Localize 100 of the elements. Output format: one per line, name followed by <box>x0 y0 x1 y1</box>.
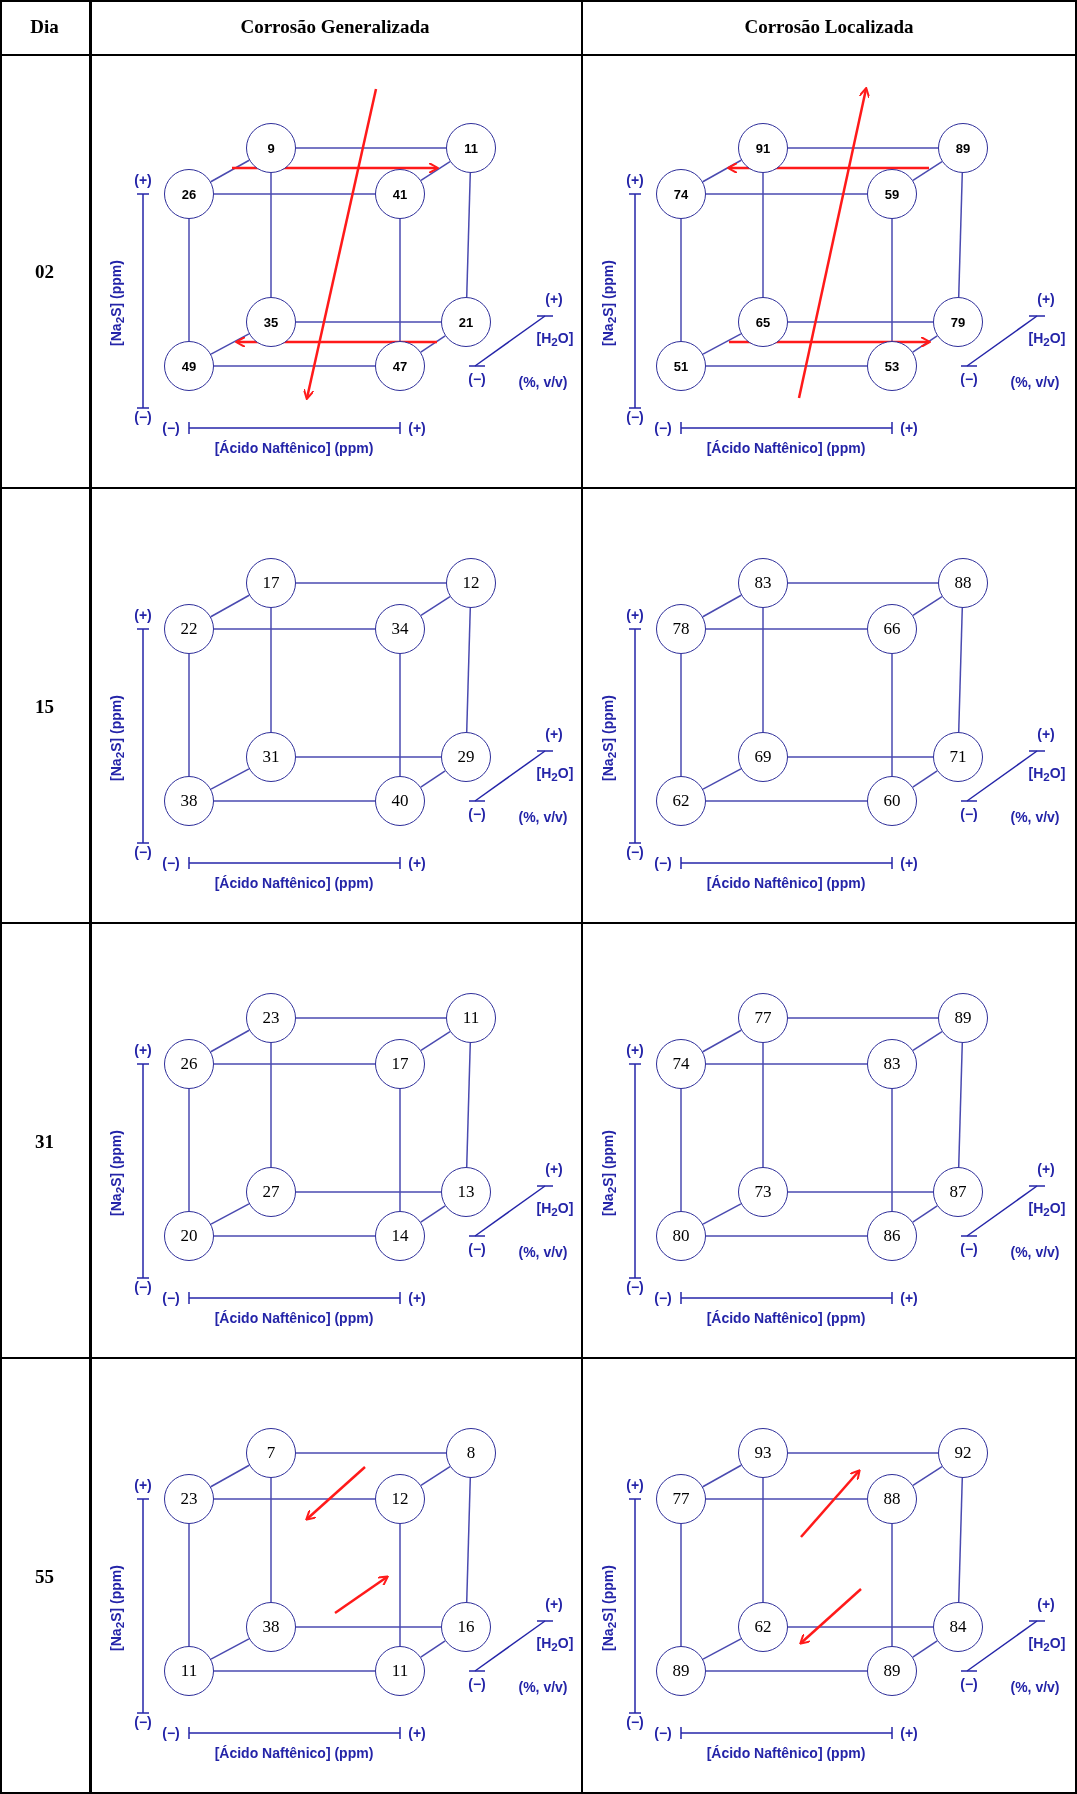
cube-edge <box>213 628 376 630</box>
cube-edge <box>270 607 272 733</box>
axis-sign: (+) <box>1037 1161 1055 1177</box>
column-header: Corrosão Localizada <box>744 16 914 38</box>
axis-title: [Ácido Naftênico] (ppm) <box>214 875 374 891</box>
value-circle: 65 <box>738 297 788 347</box>
axis-sign: (−) <box>960 371 978 387</box>
value-circle: 11 <box>446 123 496 173</box>
value-circle: 86 <box>867 1211 917 1261</box>
value-circle: 77 <box>656 1474 706 1524</box>
axis-sign: (+) <box>1037 726 1055 742</box>
axis-unit: (%, v/v) <box>1010 374 1060 390</box>
axis-title: [H$_{2}$O] <box>1028 1634 1066 1654</box>
axis-unit: (%, v/v) <box>518 1244 568 1260</box>
axis-sign: (+) <box>134 1042 152 1058</box>
value-circle: 11 <box>164 1646 214 1696</box>
axis-sign: (−) <box>654 420 672 436</box>
axis-sign: (+) <box>134 607 152 623</box>
value-circle: 21 <box>441 297 491 347</box>
cube-edge <box>702 1464 742 1488</box>
axis-title: [Ácido Naftênico] (ppm) <box>706 440 866 456</box>
axis-sign: (+) <box>408 1725 426 1741</box>
axis-sign: (+) <box>545 726 563 742</box>
axis-title: [Ácido Naftênico] (ppm) <box>706 875 866 891</box>
row-header: 02 <box>35 260 54 283</box>
value-circle: 31 <box>246 732 296 782</box>
cube-edge <box>680 1523 682 1647</box>
cube-edge <box>705 1235 868 1237</box>
cube-edge <box>213 800 376 802</box>
value-circle: 79 <box>933 297 983 347</box>
value-circle: 20 <box>164 1211 214 1261</box>
axis-sign: (+) <box>408 420 426 436</box>
cube-edge <box>270 1042 272 1168</box>
axis-title: [H$_{2}$O] <box>536 329 574 349</box>
cube-edge <box>891 1523 893 1647</box>
axis-sign: (+) <box>626 607 644 623</box>
axis-title: [H$_{2}$O] <box>1028 1199 1066 1219</box>
cube-edge <box>957 607 964 733</box>
cube-edge <box>705 1063 868 1065</box>
value-circle: 88 <box>867 1474 917 1524</box>
value-circle: 7 <box>246 1428 296 1478</box>
cube-edge <box>702 594 742 618</box>
axis-sign: (−) <box>626 844 644 860</box>
axis-title: [Ácido Naftênico] (ppm) <box>706 1745 866 1761</box>
cube-edge <box>210 594 250 618</box>
value-circle: 73 <box>738 1167 788 1217</box>
cube-edge <box>213 193 376 195</box>
cube-edge <box>188 1088 190 1212</box>
value-circle: 59 <box>867 169 917 219</box>
value-circle: 60 <box>867 776 917 826</box>
cube-edge <box>420 335 446 353</box>
cube-edge <box>957 172 964 298</box>
cube-edge <box>705 628 868 630</box>
cube-edge <box>210 1464 250 1488</box>
axis-unit: (%, v/v) <box>518 1679 568 1695</box>
axis-sign: (−) <box>960 1676 978 1692</box>
axis-sign: (+) <box>408 1290 426 1306</box>
value-circle: 74 <box>656 1039 706 1089</box>
cube-edge <box>705 1498 868 1500</box>
axis-sign: (+) <box>545 1161 563 1177</box>
axis-sign: (−) <box>468 806 486 822</box>
cube-edge <box>705 193 868 195</box>
value-circle: 62 <box>738 1602 788 1652</box>
axis-sign: (−) <box>134 1714 152 1730</box>
cube-edge <box>680 218 682 342</box>
axis-sign: (−) <box>134 409 152 425</box>
cube-edge <box>295 1626 442 1628</box>
value-circle: 14 <box>375 1211 425 1261</box>
cube-edge <box>912 770 938 788</box>
cube-edge <box>270 172 272 298</box>
cube-edge <box>787 147 939 149</box>
axis-title: [H$_{2}$O] <box>1028 329 1066 349</box>
cube-edge <box>787 582 939 584</box>
axis-sign: (+) <box>545 1596 563 1612</box>
axis-sign: (−) <box>654 855 672 871</box>
cube-edge <box>680 653 682 777</box>
value-circle: 53 <box>867 341 917 391</box>
column-header: Corrosão Generalizada <box>240 16 430 38</box>
axis-sign: (−) <box>468 1241 486 1257</box>
value-circle: 26 <box>164 1039 214 1089</box>
cube-edge <box>891 1088 893 1212</box>
cube-edge <box>702 333 742 355</box>
cube-edge <box>210 159 250 183</box>
value-circle: 89 <box>938 123 988 173</box>
value-circle: 12 <box>375 1474 425 1524</box>
axis-unit: (%, v/v) <box>518 374 568 390</box>
value-circle: 38 <box>164 776 214 826</box>
value-circle: 89 <box>938 993 988 1043</box>
cube-edge <box>295 147 447 149</box>
cube-edge <box>213 1498 376 1500</box>
cube-edge <box>213 1235 376 1237</box>
axis-title: [H$_{2}$O] <box>1028 764 1066 784</box>
axis-sign: (−) <box>162 1290 180 1306</box>
value-circle: 29 <box>441 732 491 782</box>
value-circle: 16 <box>441 1602 491 1652</box>
value-circle: 62 <box>656 776 706 826</box>
cube-edge <box>399 218 401 342</box>
cube-edge <box>295 1017 447 1019</box>
cube-edge <box>270 1477 272 1603</box>
cube-edge <box>213 365 376 367</box>
